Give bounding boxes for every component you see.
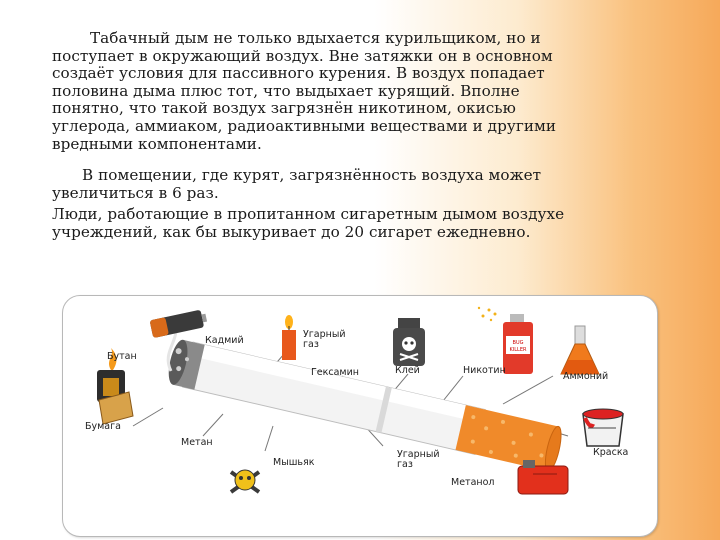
cigarette-icon bbox=[168, 339, 562, 472]
label-methanol: Метанол bbox=[451, 477, 495, 488]
paragraph-passive-smoking: Табачный дым не только вдыхается курильщ… bbox=[52, 29, 557, 153]
label-arsenic: Мышьяк bbox=[273, 457, 315, 468]
label-paint: Краска bbox=[593, 447, 629, 458]
label-paper: Бумага bbox=[85, 421, 121, 432]
label-nicotine: Никотин bbox=[463, 365, 506, 376]
poison-bottle-icon bbox=[393, 318, 425, 366]
lighter-icon bbox=[97, 348, 125, 402]
diagram-graphics: BUG KILLER bbox=[97, 306, 624, 495]
paper-icon bbox=[98, 391, 134, 425]
flask-icon bbox=[560, 325, 600, 375]
label-methane: Метан bbox=[181, 437, 213, 448]
can-label-line1: BUG bbox=[513, 340, 524, 346]
paragraph-air-pollution: В помещении, где курят, загрязнённость в… bbox=[52, 166, 542, 202]
label-hexamine: Гексамин bbox=[311, 367, 359, 378]
label-butane: Бутан bbox=[107, 351, 137, 362]
skull-crossbones-icon bbox=[229, 469, 261, 494]
spray-can-icon: BUG KILLER bbox=[477, 306, 533, 374]
cigarette-components-diagram: BUG KILLER bbox=[62, 295, 658, 537]
label-carbon-monoxide-top: Угарный газ bbox=[303, 329, 346, 350]
paragraph-office-workers: Люди, работающие в пропитанном сигаретны… bbox=[52, 205, 565, 241]
label-carbon-monoxide-bottom: Угарный газ bbox=[397, 449, 440, 470]
candle-icon bbox=[282, 315, 296, 360]
label-cadmium: Кадмий bbox=[205, 335, 244, 346]
battery-icon bbox=[150, 310, 208, 338]
label-ammonia: Аммоний bbox=[563, 371, 609, 382]
article-text: Табачный дым не только вдыхается курильщ… bbox=[52, 29, 672, 242]
paint-bucket-icon bbox=[582, 408, 624, 447]
label-glue: Клей bbox=[395, 365, 420, 376]
fuel-canister-icon bbox=[517, 460, 569, 495]
can-label-line2: KILLER bbox=[510, 347, 527, 353]
